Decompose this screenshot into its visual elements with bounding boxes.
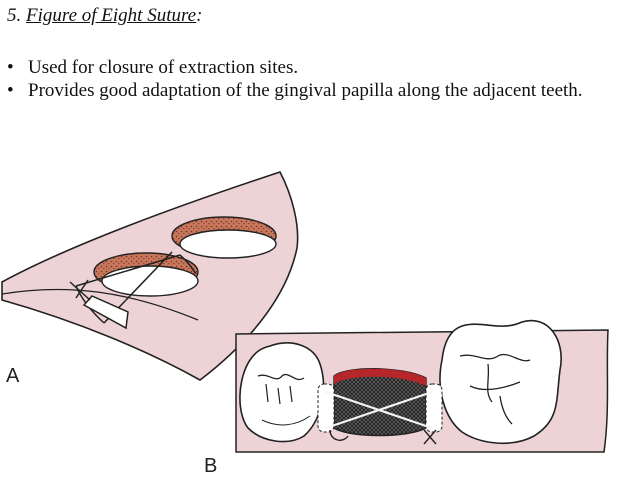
bullet-item: • Used for closure of extraction sites. [7, 56, 632, 79]
figure-eight-suture-a [69, 251, 197, 330]
bullet-item: • Provides good adaptation of the gingiv… [7, 79, 632, 102]
bullet-marker: • [7, 57, 14, 78]
bullet-text: Provides good adaptation of the gingival… [28, 80, 583, 101]
gingival-margin-line [1, 288, 199, 321]
panel-label-a: A [6, 365, 20, 387]
premolar-tooth [239, 342, 325, 443]
blood-clot-rim [334, 368, 426, 386]
figure-eight-suture-b [325, 390, 437, 445]
bullet-marker: • [7, 80, 14, 101]
heading-colon: : [196, 5, 203, 26]
molar-tooth [439, 319, 562, 445]
panel-a-drawing: A [1, 171, 299, 387]
bullet-list: • Used for closure of extraction sites. … [7, 56, 632, 102]
extraction-socket-upper [171, 216, 277, 259]
panel-label-b: B [204, 455, 217, 477]
extraction-socket-lower [93, 252, 199, 297]
heading-number: 5. [7, 5, 22, 26]
heading-title: Figure of Eight Suture [26, 5, 197, 26]
slide-heading: 5. Figure of Eight Suture: [7, 5, 202, 27]
bullet-text: Used for closure of extraction sites. [28, 57, 299, 78]
panel-b-drawing: B [204, 319, 609, 477]
